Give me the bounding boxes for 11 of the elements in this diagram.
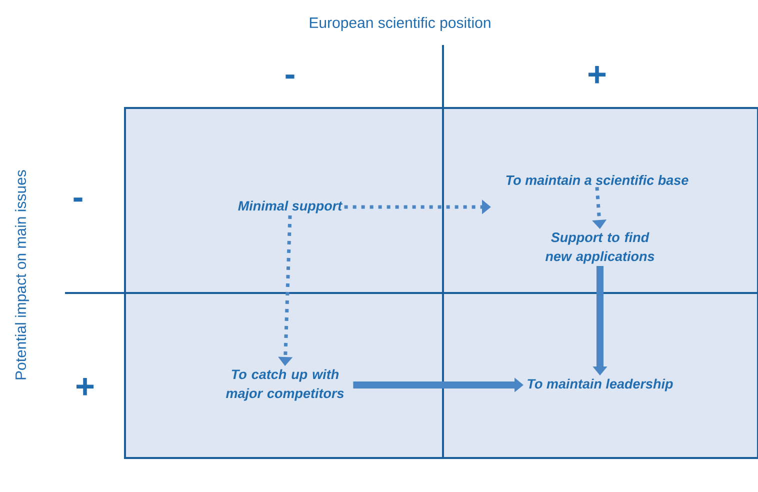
quadrant-text: To maintain a scientific base [506, 175, 688, 185]
column-sign: + [588, 66, 606, 84]
row-sign: - [74, 198, 82, 202]
axis-title: European scientific position [310, 17, 490, 31]
column-sign: - [286, 74, 294, 79]
quadrant-text: Minimal support [238, 200, 343, 214]
row-sign: + [76, 378, 94, 396]
axis-title: Potential impact on main issues [15, 170, 29, 380]
quadrant-text: To catch up with major competitors [226, 369, 344, 401]
quadrant-text: To maintain leadership [528, 378, 673, 392]
quadrant-text: Support to find new applications [545, 232, 654, 264]
